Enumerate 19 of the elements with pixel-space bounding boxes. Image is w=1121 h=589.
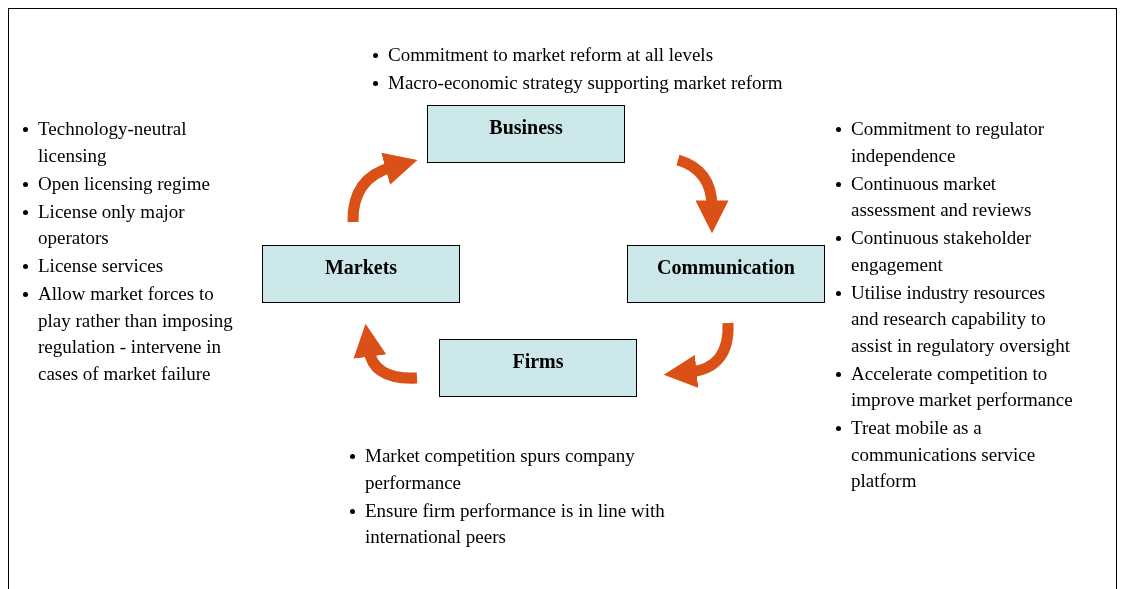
bullet-item: Open licensing regime bbox=[38, 171, 211, 196]
bullet-item: Treat mobile as a communications service platform bbox=[851, 416, 1037, 493]
bullet-item: Market competition spurs company performance bbox=[365, 444, 636, 495]
bullet-item: Continuous stakeholder engagement bbox=[851, 226, 1032, 277]
bullet-item: Continuous market assessment and reviews bbox=[851, 171, 1033, 222]
bullet-item: Allow market forces to play rather than imposing regulation - intervene in cases of market failure bbox=[38, 282, 234, 386]
bullet-item: Commitment to market reform at all levels bbox=[388, 43, 715, 67]
bullet-item: Ensure firm performance is in line with international peers bbox=[365, 498, 666, 549]
bullet-item: Utilise industry resources and research capability to assist in regulatory oversight bbox=[851, 280, 1071, 358]
bullet-item: Accelerate competition to improve market performance bbox=[851, 361, 1074, 412]
bullet-item: Commitment to regulator independence bbox=[851, 117, 1046, 168]
process-box: Markets bbox=[262, 245, 460, 303]
process-box: Communication bbox=[627, 245, 825, 303]
bullet-item: License services bbox=[38, 254, 165, 278]
process-box: Business bbox=[427, 105, 625, 163]
bullet-item: Macro-economic strategy supporting market reform bbox=[388, 71, 784, 95]
bullet-item: Technology-neutral licensing bbox=[38, 117, 188, 168]
process-box: Firms bbox=[439, 339, 637, 397]
bullet-item: License only major operators bbox=[38, 199, 186, 250]
